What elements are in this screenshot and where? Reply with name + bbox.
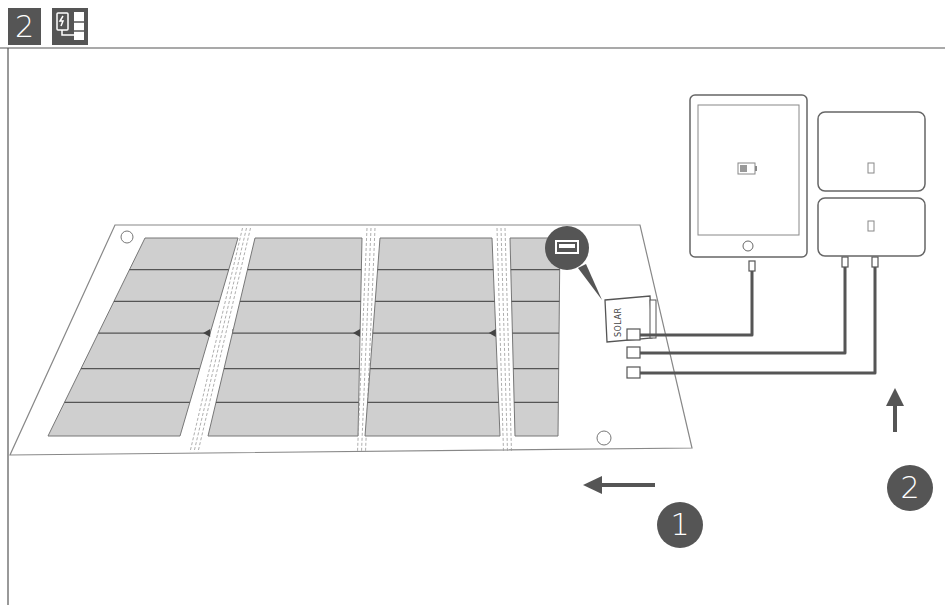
cell-divider [114,301,219,302]
solar-panel [10,225,692,455]
cell-divider [373,332,496,333]
fold-seam [497,228,504,452]
step-number: 2 [8,8,41,45]
frame-line [7,48,8,605]
cell-divider [216,402,359,403]
cell-divider [370,368,497,369]
phone [818,112,925,256]
usb-cables [640,266,875,373]
cell-divider [81,368,200,369]
cell-divider [513,368,558,369]
cell-divider [64,402,189,403]
header-rule [0,47,945,48]
cell-divider [240,301,361,302]
cell-column [510,238,560,436]
cell-divider [378,269,494,270]
cell-divider [232,332,360,333]
cell-column [48,238,238,436]
cell-column [208,238,362,436]
cell-divider [514,402,558,403]
cell-divider [129,269,228,270]
cell-marker [489,329,496,337]
grommet [597,431,611,445]
callout-number: 2 [887,465,933,511]
fold-seam [358,228,368,452]
cell-divider [512,332,559,333]
cell-divider [247,269,361,270]
callout-number: 1 [657,502,703,548]
cell-divider [375,301,494,302]
port-flap [650,300,656,338]
cell-marker [353,329,360,337]
usb-plugs [627,257,878,378]
icon-box [52,8,88,45]
cell-marker [203,329,210,337]
cell-divider [368,402,499,403]
number-text: 1 [670,510,689,540]
charge-icon [57,12,84,40]
grommet [121,231,133,243]
cell-divider [512,301,560,302]
fold-seam [501,228,508,452]
cell-column [365,238,500,436]
usb-callout [545,226,602,300]
solar-cells [48,228,560,452]
direction-arrow [583,388,904,494]
number-text: 2 [900,473,919,503]
cell-divider [98,332,210,333]
cell-divider [224,368,359,369]
cell-divider [511,269,560,270]
brand-label: SOLAR [614,307,623,337]
number-text: 2 [15,12,34,42]
tablet [690,95,807,257]
